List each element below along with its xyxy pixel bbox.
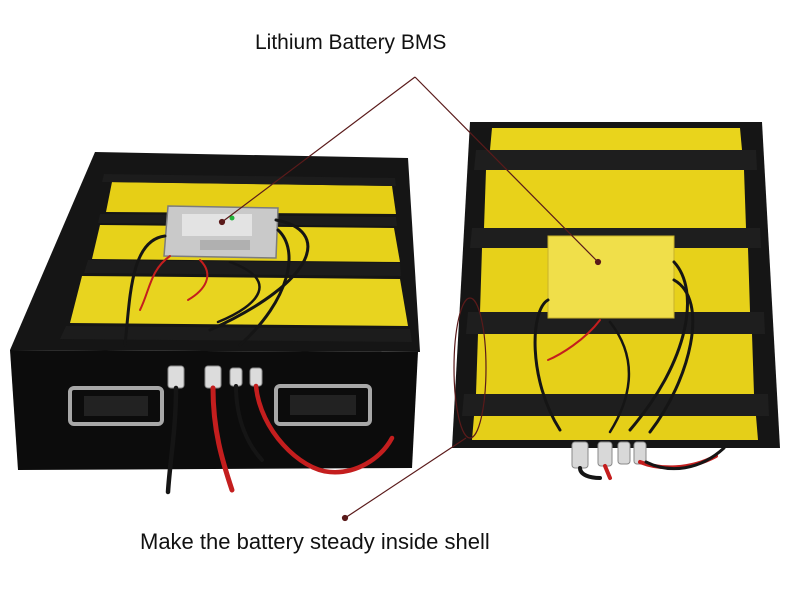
right-bms-cover bbox=[547, 235, 675, 319]
bms-leader-lines bbox=[218, 76, 602, 266]
left-output-cables bbox=[165, 383, 395, 495]
left-battery-pack bbox=[10, 152, 420, 495]
right-insulation-panel bbox=[472, 416, 758, 440]
right-battery-pack bbox=[452, 122, 780, 480]
left-bms-board bbox=[163, 205, 279, 259]
left-insulation-strip bbox=[70, 276, 408, 326]
right-handle bbox=[274, 384, 372, 426]
shell-caption: Make the battery steady inside shell bbox=[140, 529, 490, 554]
right-output-cables bbox=[578, 446, 726, 480]
right-insulation-panel bbox=[490, 128, 742, 150]
right-internal-cables bbox=[533, 260, 695, 434]
shell-leader-line bbox=[341, 297, 487, 522]
bms-caption: Lithium Battery BMS bbox=[255, 31, 447, 54]
right-insulation-panel bbox=[476, 334, 754, 394]
right-cable-glands bbox=[571, 441, 647, 469]
left-cable-glands bbox=[167, 365, 263, 389]
right-insulation-panel bbox=[484, 170, 746, 228]
left-handle bbox=[68, 386, 164, 426]
left-top-cables bbox=[123, 218, 310, 347]
